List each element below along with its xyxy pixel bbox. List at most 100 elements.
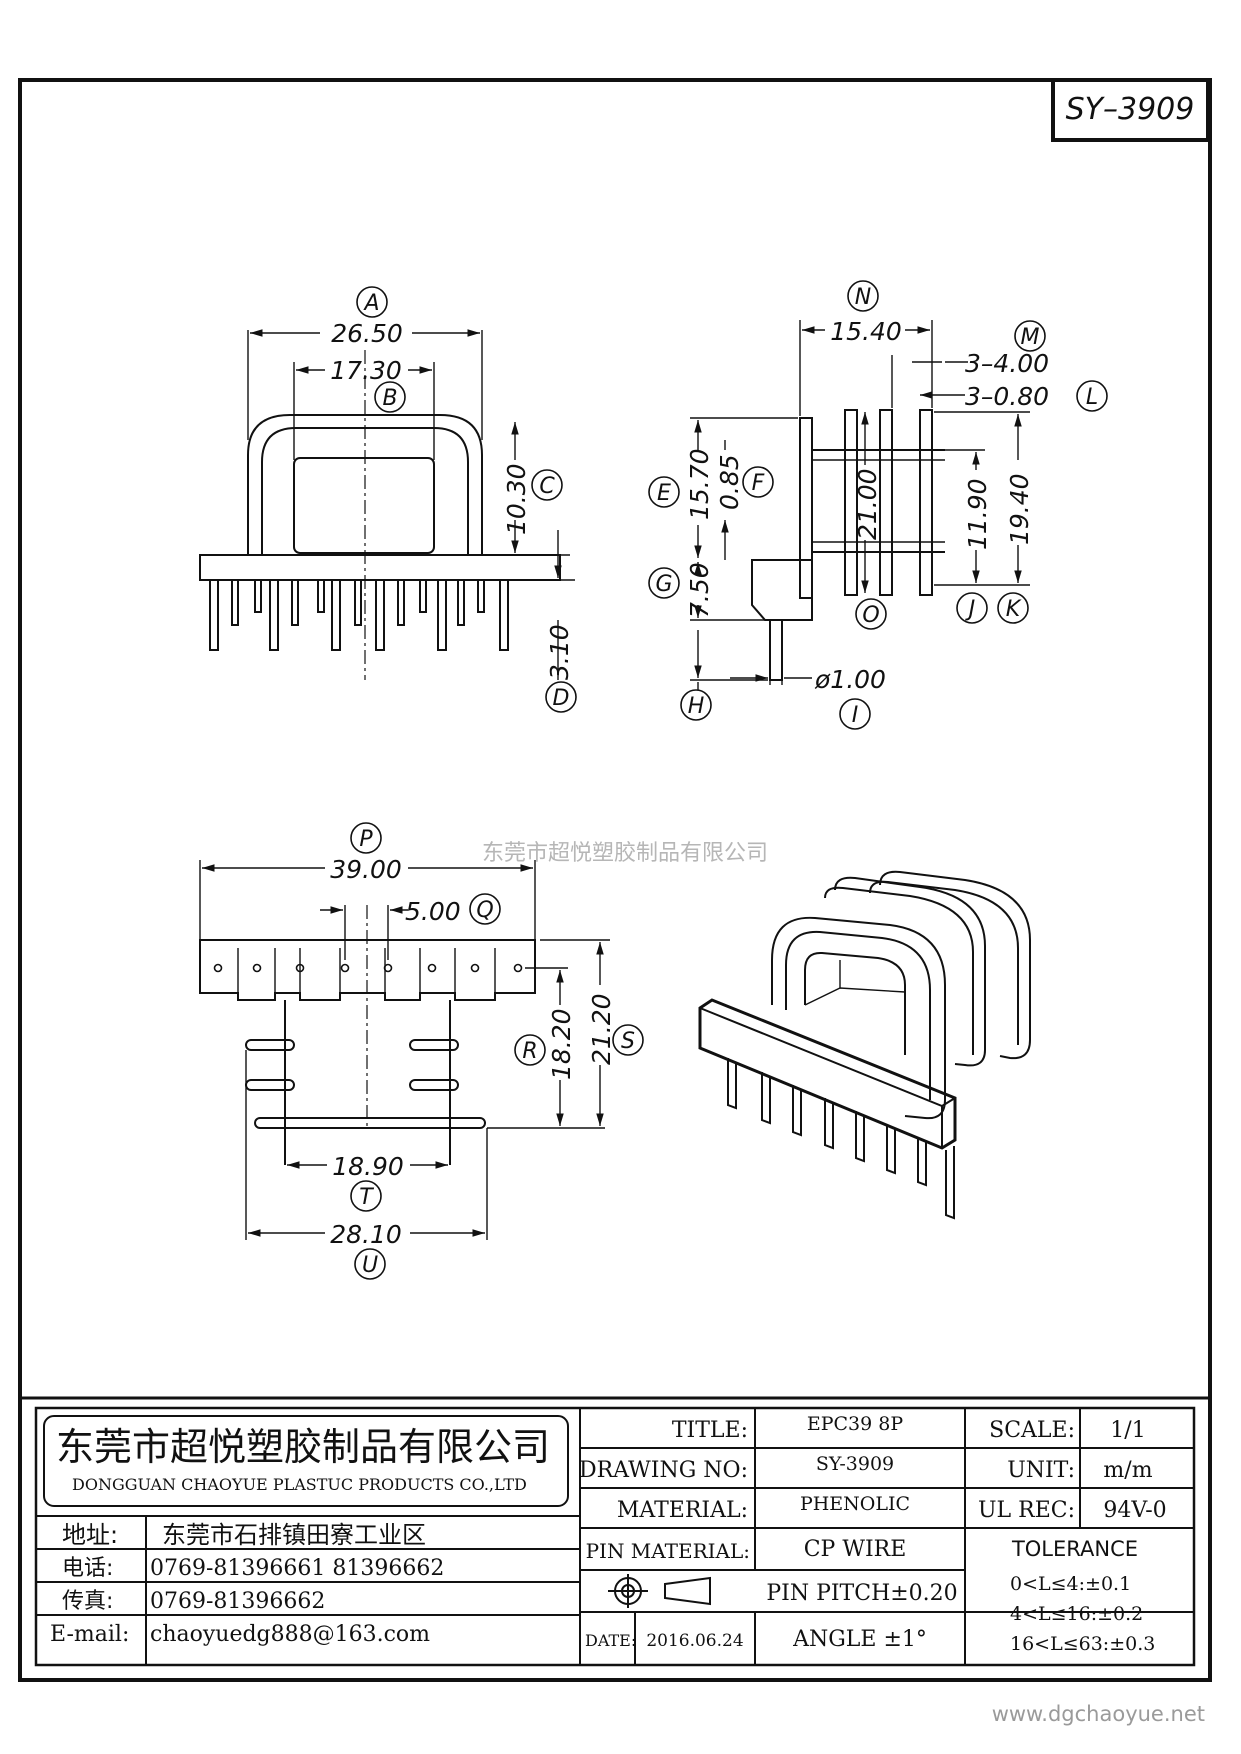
dim-d-bubble xyxy=(545,681,577,713)
drawing-code: SY–3909 xyxy=(1066,92,1195,127)
dim-e-value: 15.70 xyxy=(685,448,714,520)
watermark: 东莞市超悦塑胶制品有限公司 xyxy=(482,841,768,866)
dim-i-bubble xyxy=(839,698,871,730)
dim-j-letter: J xyxy=(965,597,976,622)
dim-r-letter: R xyxy=(522,1039,537,1064)
title-label: TITLE: xyxy=(672,1418,748,1443)
projection-symbol-icon xyxy=(608,1574,711,1608)
dim-r-bubble xyxy=(514,1034,546,1066)
iso-front-flange xyxy=(771,916,946,1120)
dim-n-value: 15.40 xyxy=(830,317,902,346)
tolerance-line-3: 16<L≤63:±0.3 xyxy=(1010,1633,1155,1655)
tolerance-line-1: 0<L≤4:±0.1 xyxy=(1010,1573,1131,1595)
dim-p-bubble xyxy=(350,822,382,854)
dim-r-value: 18.20 xyxy=(547,1008,576,1080)
dim-e-bubble xyxy=(648,476,680,508)
dim-a-bubble xyxy=(356,286,388,318)
dim-t-letter: T xyxy=(359,1185,374,1210)
top-pin-holes xyxy=(213,963,523,973)
front-view: 26.50 A 17.30 B 10.30 C 3.10 D xyxy=(199,286,577,713)
scale-label: SCALE: xyxy=(989,1418,1075,1443)
dim-i-value: ø1.00 xyxy=(814,665,886,694)
side-view: 15.40 N 3–4.00 M 3–0.80 L 15.70 E 0.85 F… xyxy=(648,280,1108,730)
dim-g-letter: G xyxy=(655,572,672,597)
drawing-code-box: SY–3909 xyxy=(1051,78,1210,142)
dim-g-bubble xyxy=(648,567,680,599)
dim-q-bubble xyxy=(469,893,501,925)
front-base-flange xyxy=(199,554,561,581)
dim-s-letter: S xyxy=(621,1029,635,1054)
isometric-view xyxy=(698,870,1031,1220)
side-base-block xyxy=(751,559,813,621)
dim-o-letter: O xyxy=(862,603,879,628)
front-arch-outer xyxy=(247,414,483,555)
dim-a-letter: A xyxy=(362,291,379,316)
dim-e-letter: E xyxy=(657,481,671,506)
company-name-en: DONGGUAN CHAOYUE PLASTUC PRODUCTS CO.,LT… xyxy=(72,1475,527,1494)
date-value: 2016.06.24 xyxy=(646,1631,743,1651)
dim-n-bubble xyxy=(847,280,879,312)
dim-o-value: 21.00 xyxy=(853,468,882,540)
dim-c-bubble xyxy=(531,469,563,501)
ul-rec-label: UL REC: xyxy=(978,1498,1075,1523)
dim-n-letter: N xyxy=(855,285,871,310)
title-block: 东莞市超悦塑胶制品有限公司 DONGGUAN CHAOYUE PLASTUC P… xyxy=(20,1396,1210,1667)
address-value: 东莞市石排镇田寮工业区 xyxy=(162,1521,426,1549)
tolerance-label: TOLERANCE xyxy=(1011,1537,1138,1561)
iso-base-bar xyxy=(698,998,957,1150)
dim-h-letter: H xyxy=(688,694,705,719)
front-core-window xyxy=(293,457,435,554)
dim-s-value: 21.20 xyxy=(587,993,616,1065)
dim-c-value: 10.30 xyxy=(502,463,531,535)
dim-h-bubble xyxy=(680,689,712,721)
dim-f-letter: F xyxy=(752,471,765,496)
iso-pins xyxy=(727,1058,955,1220)
material-label: MATERIAL: xyxy=(617,1498,748,1523)
dim-l-bubble xyxy=(1076,380,1108,412)
title-value: EPC39 8P xyxy=(807,1413,903,1435)
phone-value: 0769-81396661 81396662 xyxy=(150,1556,444,1581)
side-flange-4 xyxy=(919,409,933,596)
dim-c-letter: C xyxy=(539,474,555,499)
address-label: 地址: xyxy=(62,1521,118,1549)
dim-d-value: 3.10 xyxy=(545,624,574,680)
dim-u-bubble xyxy=(354,1248,386,1280)
dim-l-letter: L xyxy=(1086,385,1098,410)
dim-t-value: 18.90 xyxy=(332,1152,404,1181)
drawing-no-value: SY-3909 xyxy=(816,1453,894,1475)
dim-q-letter: Q xyxy=(476,898,493,923)
dim-p-letter: P xyxy=(359,827,373,852)
dim-b-value: 17.30 xyxy=(330,356,402,385)
iso-core-window xyxy=(804,951,906,1055)
dim-p-value: 39.00 xyxy=(330,855,402,884)
dim-f-bubble xyxy=(742,466,774,498)
tolerance-line-2: 4<L≤16:±0.2 xyxy=(1010,1603,1143,1625)
dim-o-bubble xyxy=(855,598,887,630)
fax-label: 传真: xyxy=(62,1589,113,1614)
dim-m-value: 3–4.00 xyxy=(965,349,1049,378)
unit-value: m/m xyxy=(1103,1458,1152,1483)
pin-pitch: PIN PITCH±0.20 xyxy=(766,1581,957,1606)
company-name-cn: 东莞市超悦塑胶制品有限公司 xyxy=(56,1425,550,1469)
dim-j-bubble xyxy=(956,592,988,624)
dim-f-value: 0.85 xyxy=(715,454,744,510)
material-value: PHENOLIC xyxy=(800,1493,910,1515)
dim-i-letter: I xyxy=(852,703,859,728)
dim-g-value: 7.50 xyxy=(685,562,714,618)
dim-s-bubble xyxy=(612,1024,644,1056)
pin-material-value: CP WIRE xyxy=(804,1537,907,1562)
dim-d-letter: D xyxy=(553,686,570,711)
side-pin xyxy=(769,619,783,681)
dim-m-bubble xyxy=(1014,320,1046,352)
date-label: DATE: xyxy=(585,1631,636,1650)
phone-label: 电话: xyxy=(62,1556,113,1581)
dim-k-value: 19.40 xyxy=(1005,473,1034,545)
dim-l-value: 3–0.80 xyxy=(965,382,1049,411)
side-main-flange xyxy=(799,417,813,599)
dim-q-value: 5.00 xyxy=(405,897,461,926)
website-url: www.dgchaoyue.net xyxy=(992,1702,1205,1726)
dim-b-letter: B xyxy=(382,386,397,411)
front-pins xyxy=(209,580,509,651)
dim-u-letter: U xyxy=(362,1253,378,1278)
